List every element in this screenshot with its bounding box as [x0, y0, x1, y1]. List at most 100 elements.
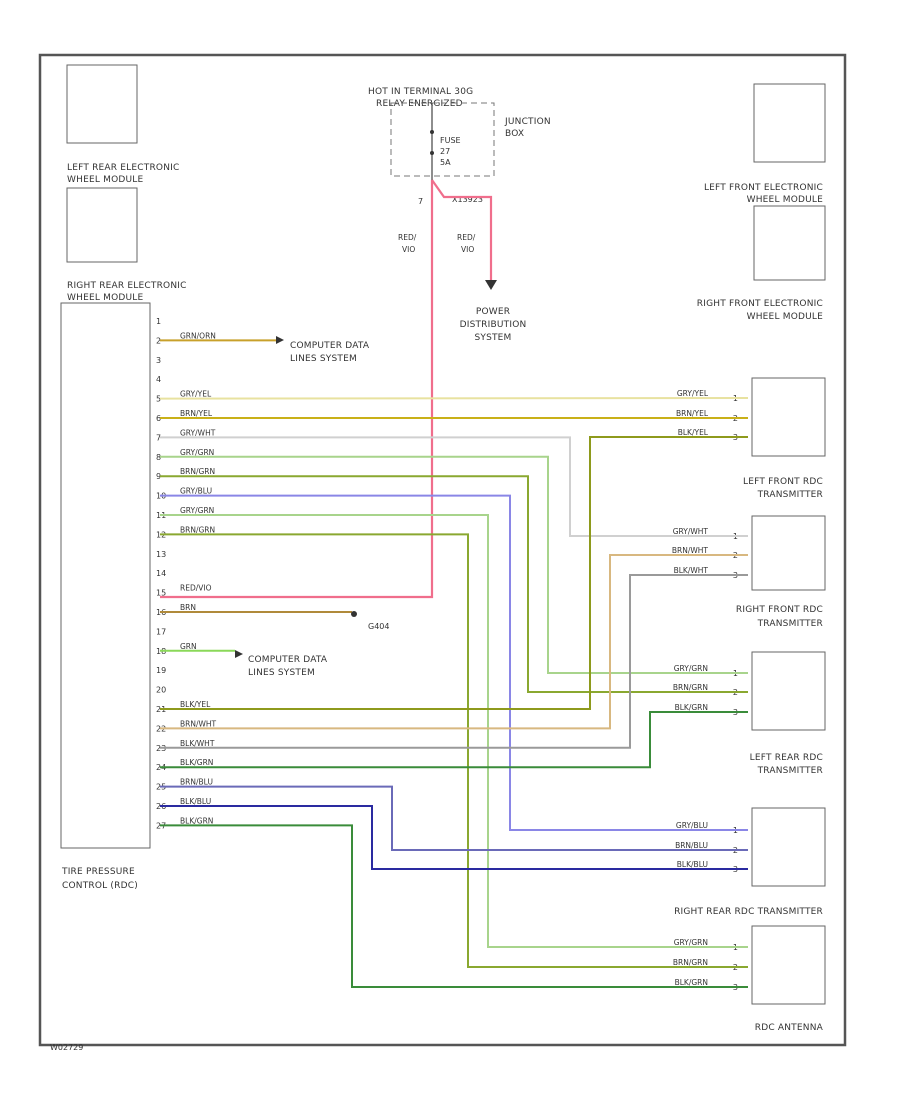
right-front-wheel-module-box — [753, 205, 826, 281]
wire-pin-27 — [160, 824, 748, 988]
fuse-label-2: 27 — [440, 147, 450, 156]
rdc-pin-20-number: 20 — [156, 686, 166, 695]
wire-pin-7 — [160, 436, 748, 537]
wire-pin-10 — [160, 494, 748, 831]
power-arrow — [485, 280, 497, 290]
left-front-wheel-module-label-2: WHEEL MODULE — [747, 195, 823, 205]
rdc-pin-19-number: 19 — [156, 666, 166, 675]
rdc-pin-8-wire-label: GRY/GRN — [180, 448, 214, 457]
rdc-pin-11-wire-label: GRY/GRN — [180, 506, 214, 515]
rdc-module-box — [60, 302, 151, 849]
right-rear-wheel-module-label-1: RIGHT REAR ELECTRONIC — [67, 281, 187, 291]
antenna-label: RDC ANTENNA — [755, 1023, 824, 1033]
wire-pin-9 — [160, 475, 748, 693]
rdc-pin-1-number: 1 — [156, 317, 161, 326]
power-wire-left-color-2: VIO — [402, 245, 415, 254]
antenna-box — [751, 925, 826, 1005]
rr-transmitter-box — [751, 807, 826, 887]
rdc-pin-21-wire-label: BLK/YEL — [180, 700, 211, 709]
rdc-pin-2-wire-label: GRN/ORN — [180, 331, 216, 340]
junction-box-outline — [390, 102, 495, 177]
right-front-wheel-module-label-2: WHEEL MODULE — [747, 312, 823, 322]
rdc-pin-3-number: 3 — [156, 356, 161, 365]
right-rear-wheel-module-label-2: WHEEL MODULE — [67, 293, 143, 303]
junction-box-label-1: JUNCTION — [504, 117, 551, 127]
rdc-pin-23-wire-label: BLK/WHT — [180, 739, 215, 748]
wire-pin-21 — [160, 436, 748, 710]
rdc-pin-8-number: 8 — [156, 453, 161, 462]
computer-data-2-arrow — [235, 650, 243, 658]
rr-transmitter-wire-1-label: GRY/BLU — [676, 821, 708, 830]
lr-transmitter-box — [751, 651, 826, 731]
rdc-pin-15-wire-label: RED/VIO — [180, 584, 212, 593]
rdc-pin-2-number: 2 — [156, 336, 161, 345]
computer-data-1-label-1: COMPUTER DATA — [290, 341, 370, 351]
wire-pin-8 — [160, 455, 748, 674]
rdc-pin-9-number: 9 — [156, 472, 161, 481]
wire-pin-22 — [160, 554, 748, 730]
junction-box-label-2: BOX — [505, 129, 524, 139]
hot-label-1: HOT IN TERMINAL 30G — [368, 87, 473, 97]
wire-pin-23 — [160, 574, 748, 749]
wire-pin-26 — [160, 805, 748, 870]
rf-transmitter-label-1: RIGHT FRONT RDC — [736, 605, 823, 615]
power-wire-right — [431, 179, 493, 282]
rdc-module-label-1: TIRE PRESSURE — [61, 867, 135, 877]
lf-transmitter-wire-1-label: GRY/YEL — [677, 389, 709, 398]
rdc-pin-14-number: 14 — [156, 569, 166, 578]
lf-transmitter-label-1: LEFT FRONT RDC — [743, 477, 823, 487]
rdc-pin-17-number: 17 — [156, 627, 166, 636]
rdc-pin-4-number: 4 — [156, 375, 161, 384]
rdc-pin-6-wire-label: BRN/YEL — [180, 409, 213, 418]
rf-transmitter-box — [751, 515, 826, 591]
junction-pin-7: 7 — [418, 197, 423, 206]
rdc-module-label-2: CONTROL (RDC) — [62, 881, 138, 891]
fuse-node-bottom — [430, 151, 434, 155]
power-distribution-label-1: POWER — [476, 307, 510, 317]
junction-connector-id: X13923 — [452, 195, 483, 204]
rdc-pin-12-wire-label: BRN/GRN — [180, 525, 215, 534]
diagram-id: W02729 — [50, 1043, 83, 1052]
computer-data-1-label-2: LINES SYSTEM — [290, 354, 357, 364]
ant-transmitter-wire-1-label: GRY/GRN — [674, 938, 708, 947]
wire-pin-12 — [160, 533, 748, 968]
right-front-wheel-module-label-1: RIGHT FRONT ELECTRONIC — [697, 299, 823, 309]
wire-pin-24 — [160, 711, 748, 769]
left-rear-wheel-module-label-1: LEFT REAR ELECTRONIC — [67, 163, 179, 173]
ant-transmitter-wire-3-label: BLK/GRN — [675, 978, 708, 987]
ground-node — [351, 611, 357, 617]
ground-label: G404 — [368, 622, 389, 631]
rr-transmitter-wire-2-label: BRN/BLU — [675, 841, 708, 850]
lf-transmitter-box — [751, 377, 826, 457]
lf-transmitter-label-2: TRANSMITTER — [757, 490, 823, 500]
lr-transmitter-label-1: LEFT REAR RDC — [750, 753, 823, 763]
rr-transmitter-wire-3-label: BLK/BLU — [677, 860, 708, 869]
ant-transmitter-wire-2-label: BRN/GRN — [673, 958, 708, 967]
rdc-pin-13-number: 13 — [156, 550, 166, 559]
rdc-pin-7-number: 7 — [156, 433, 161, 442]
diagram-border — [38, 53, 847, 1047]
rdc-pin-9-wire-label: BRN/GRN — [180, 467, 215, 476]
computer-data-2-label-2: LINES SYSTEM — [248, 668, 315, 678]
lr-transmitter-wire-2-label: BRN/GRN — [673, 683, 708, 692]
rf-transmitter-wire-2-label: BRN/WHT — [672, 546, 709, 555]
power-wire-right-color-1: RED/ — [457, 233, 476, 242]
lr-transmitter-label-2: TRANSMITTER — [757, 766, 823, 776]
rf-transmitter-label-2: TRANSMITTER — [757, 619, 823, 629]
power-wire-left — [160, 180, 434, 599]
wire-pin-5 — [159, 397, 749, 400]
rf-transmitter-wire-3-label: BLK/WHT — [674, 566, 709, 575]
rdc-pin-6-number: 6 — [156, 414, 161, 423]
computer-data-1-arrow — [276, 336, 284, 344]
rdc-pin-5-wire-label: GRY/YEL — [180, 390, 212, 399]
rdc-pin-26-wire-label: BLK/BLU — [180, 797, 211, 806]
left-front-wheel-module-box — [753, 83, 826, 163]
rdc-wires — [159, 339, 749, 988]
rf-transmitter-wire-1-label: GRY/WHT — [673, 527, 709, 536]
rr-transmitter-label: RIGHT REAR RDC TRANSMITTER — [674, 907, 823, 917]
rdc-pin-16-wire-label: BRN — [180, 603, 196, 612]
lf-transmitter-wire-2-label: BRN/YEL — [676, 409, 709, 418]
rdc-pin-5-number: 5 — [156, 395, 161, 404]
rdc-pin-18-wire-label: GRN — [180, 642, 197, 651]
